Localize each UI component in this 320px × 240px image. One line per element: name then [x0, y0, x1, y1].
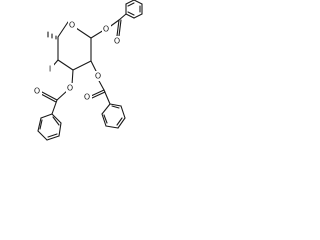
svg-text:O: O [103, 25, 109, 34]
pyranose-ring [57, 21, 92, 71]
svg-text:O: O [69, 21, 75, 30]
svg-text:O: O [95, 72, 101, 81]
atom-label-c2-ester-oxygen: O [94, 71, 103, 81]
svg-text:O: O [84, 93, 90, 102]
svg-text:I: I [49, 65, 51, 74]
svg-text:O: O [114, 37, 120, 46]
methyl-hashed-bond [47, 31, 57, 40]
atom-label-c3-ester-oxygen: O [66, 83, 75, 93]
atom-label-c2-carbonyl-oxygen: O [83, 92, 92, 102]
atom-label-iodine: I [46, 64, 54, 74]
structure-diagram: O O O O O O O I [33, 0, 143, 141]
svg-text:O: O [67, 84, 73, 93]
atom-label-anomeric-carbonyl-oxygen: O [113, 36, 122, 46]
atom-label-ring-oxygen: O [68, 20, 77, 30]
atom-label-anomeric-ester-oxygen: O [102, 24, 111, 34]
c3-benzoate [37, 69, 74, 141]
atom-label-c3-carbonyl-oxygen: O [33, 86, 42, 96]
svg-text:O: O [34, 87, 40, 96]
anomeric-benzoate [90, 0, 143, 39]
